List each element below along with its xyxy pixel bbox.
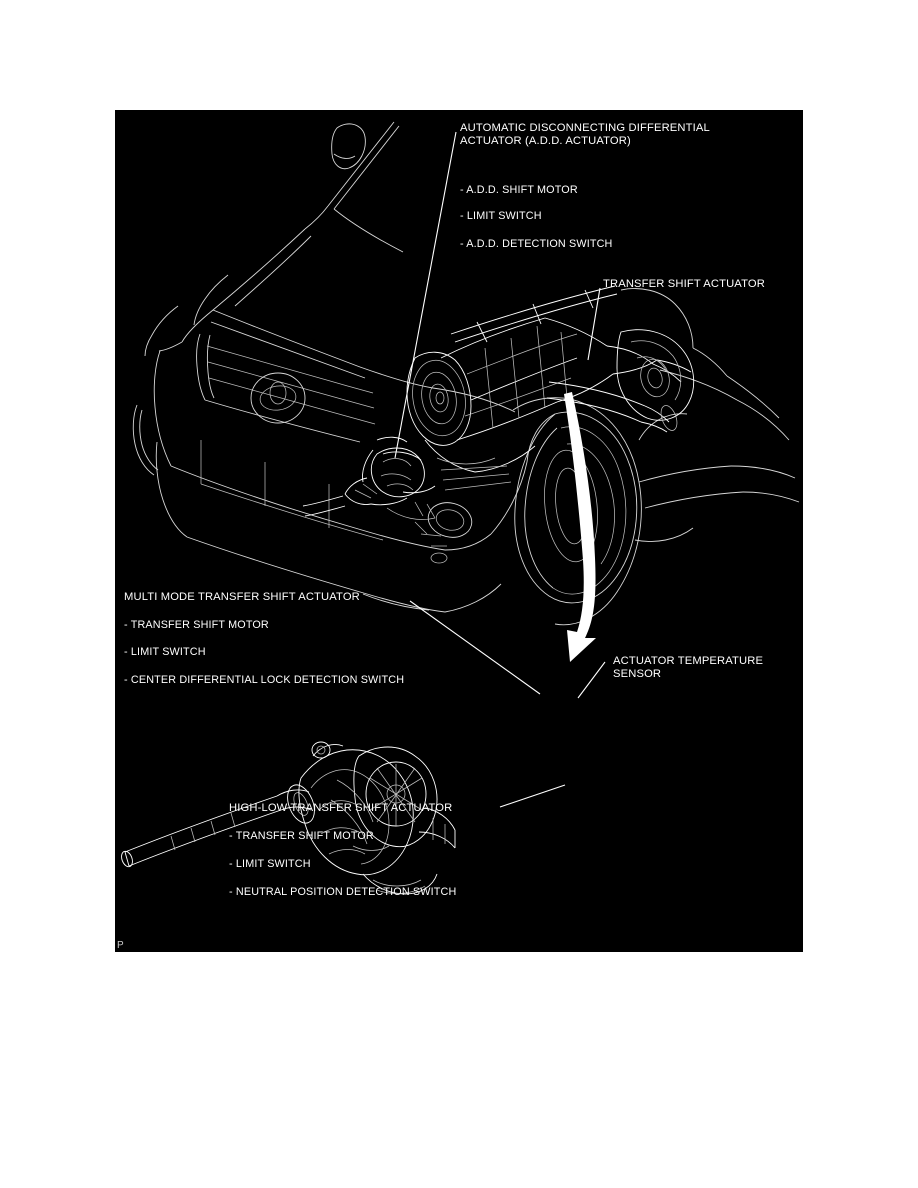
add-actuator-detail: [344, 447, 436, 506]
leader-lines: [394, 131, 606, 808]
figure-line-art: .ln { fill:none; stroke:#d8d8d8; stroke-…: [121, 121, 800, 895]
callout-multi-mode-actuator-item-2: - LIMIT SWITCH: [124, 646, 206, 658]
callout-actuator-temperature-sensor-title: ACTUATOR TEMPERATURE SENSOR: [613, 655, 764, 680]
callout-high-low-actuator-item-2: - LIMIT SWITCH: [229, 858, 311, 870]
callout-high-low-actuator-title: HIGH-LOW TRANSFER SHIFT ACTUATOR: [229, 802, 453, 814]
callout-high-low-actuator-item-1: - TRANSFER SHIFT MOTOR: [229, 830, 374, 842]
flow-arrow: [564, 392, 596, 662]
callout-add-actuator-item-3: - A.D.D. DETECTION SWITCH: [460, 238, 613, 250]
callout-multi-mode-actuator-item-3: - CENTER DIFFERENTIAL LOCK DETECTION SWI…: [124, 674, 405, 686]
vehicle-outline: [132, 121, 800, 626]
corner-mark: P: [117, 940, 124, 951]
callout-high-low-actuator-item-3: - NEUTRAL POSITION DETECTION SWITCH: [229, 886, 457, 898]
figure-panel: .ln { fill:none; stroke:#d8d8d8; stroke-…: [115, 110, 803, 952]
callout-add-actuator-item-1: - A.D.D. SHIFT MOTOR: [460, 184, 578, 196]
transmission-assembly: [302, 285, 695, 564]
callout-multi-mode-actuator-item-1: - TRANSFER SHIFT MOTOR: [124, 619, 269, 631]
leader-multi-mode-actuator: [409, 600, 541, 695]
transfer-shift-actuator-assembly: [121, 741, 456, 895]
leader-actuator-temperature-sensor: [577, 661, 606, 699]
callout-add-actuator-item-2: - LIMIT SWITCH: [460, 210, 542, 222]
callout-multi-mode-actuator-title: MULTI MODE TRANSFER SHIFT ACTUATOR: [124, 591, 360, 603]
callout-transfer-shift-actuator-title: TRANSFER SHIFT ACTUATOR: [603, 278, 765, 290]
leader-add-actuator: [394, 131, 457, 459]
leader-high-low-actuator: [499, 784, 566, 808]
callout-add-actuator-title: AUTOMATIC DISCONNECTING DIFFERENTIAL ACT…: [460, 122, 710, 147]
leader-transfer-shift-actuator: [587, 287, 601, 361]
